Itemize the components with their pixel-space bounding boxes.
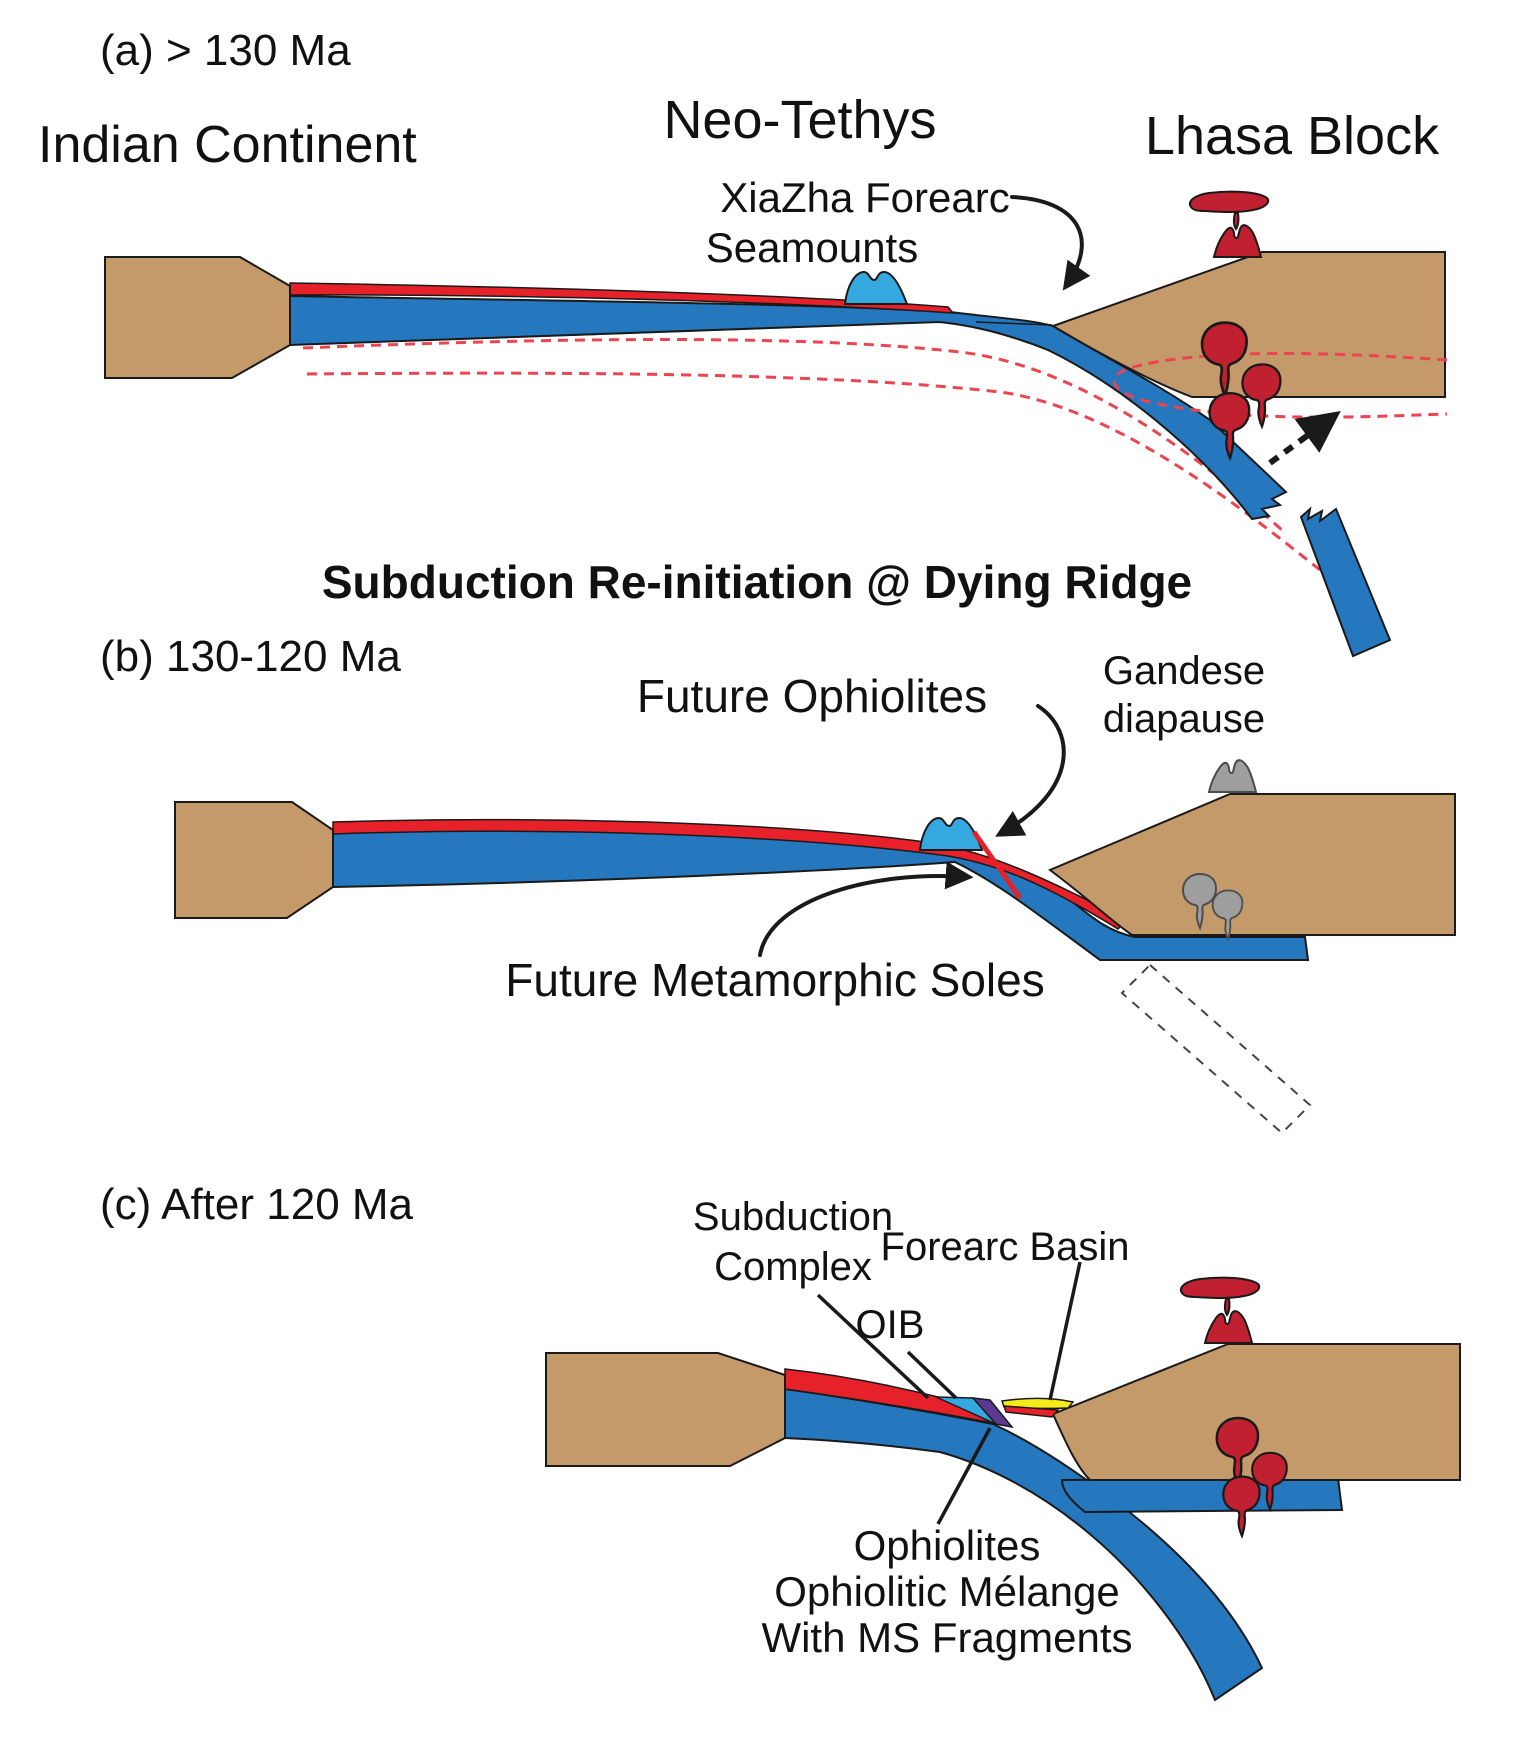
xiazha-forearc-label-line1: XiaZha Forearc (720, 174, 1010, 221)
detached-slab-a (1299, 506, 1392, 658)
indian-continent-shape-b (174, 801, 334, 919)
forearc-basin-leader (1048, 1261, 1082, 1401)
subduction-complex-leader (816, 1293, 930, 1400)
future-soles-arrow (758, 861, 974, 957)
ophiolites-label-line3: With MS Fragments (761, 1614, 1133, 1661)
subducting-slab-c (784, 1387, 1264, 1702)
panel-c-artwork (545, 1261, 1461, 1702)
magma-blobs-icon-c (1215, 1416, 1288, 1539)
gray-volcano-icon-b (1207, 759, 1258, 793)
seamount-icon-b (918, 816, 984, 851)
panel-a-artwork (104, 190, 1448, 658)
gandese-label-line2: diapause (1102, 697, 1266, 741)
xiazha-forearc-label-line2: Seamounts (705, 224, 919, 271)
magma-blobs-icon-a (1200, 321, 1282, 462)
lhasa-block-shape-b (1048, 793, 1456, 936)
diapir-blobs-icon-b (1181, 872, 1244, 942)
forearc-basin-red-base-c (1002, 1405, 1060, 1418)
ophiolites-leader (936, 1427, 992, 1525)
indian-continent-label-a: Indian Continent (38, 116, 417, 174)
future-ophiolites-label: Future Ophiolites (636, 670, 988, 722)
oib-label: OIB (855, 1303, 925, 1347)
mantle-flow-dashed-arrow-a (1268, 411, 1341, 466)
ophiolites-label-line2: Ophiolitic Mélange (774, 1568, 1120, 1615)
lhasa-block-shape-a (1050, 251, 1446, 398)
volcano-icon-c (1180, 1276, 1261, 1344)
oib-leader (906, 1350, 958, 1400)
panel-b-title: Subduction Re-initiation @ Dying Ridge (321, 556, 1193, 608)
underplated-slab-band-c (1060, 1476, 1344, 1514)
magma-zone-dashed-loop-a (1112, 351, 1448, 419)
trench-gap-line-a (975, 321, 1053, 326)
subduction-complex-label-line1: Subduction (692, 1195, 894, 1239)
isotherm-dashed-line-lower-a (306, 371, 1321, 572)
forearc-basin-label: Forearc Basin (880, 1225, 1130, 1269)
gandese-label-line1: Gandese (1102, 649, 1266, 693)
lhasa-block-shape-c (1051, 1343, 1461, 1481)
ophiolites-label-line1: Ophiolites (853, 1522, 1041, 1569)
panel-b-artwork (174, 704, 1456, 1135)
panel-a-label: (a) > 130 Ma (100, 26, 351, 75)
volcano-icon-a (1189, 190, 1270, 258)
future-metamorphic-soles-label: Future Metamorphic Soles (505, 954, 1045, 1006)
panel-b-label: (b) 130-120 Ma (100, 632, 401, 681)
indian-continent-shape-c (545, 1352, 786, 1467)
neo-tethys-label: Neo-Tethys (663, 90, 937, 150)
future-ophiolites-arrow (995, 704, 1066, 837)
indian-continent-shape-a (104, 256, 291, 379)
seamount-icon-a (843, 270, 909, 305)
lhasa-block-label: Lhasa Block (1144, 106, 1440, 166)
subduction-complex-label-line2: Complex (714, 1245, 872, 1289)
panel-c-label: (c) After 120 Ma (100, 1180, 414, 1229)
ophiolitic-melange-sliver-c (971, 1397, 1014, 1429)
isotherm-dashed-line-upper-a (302, 338, 1283, 532)
xiazha-callout-arrow (1010, 195, 1091, 291)
ghost-slab-dashed-b (1120, 963, 1312, 1135)
dying-ridge-line (971, 830, 1023, 900)
sediment-layer-a (289, 282, 955, 314)
